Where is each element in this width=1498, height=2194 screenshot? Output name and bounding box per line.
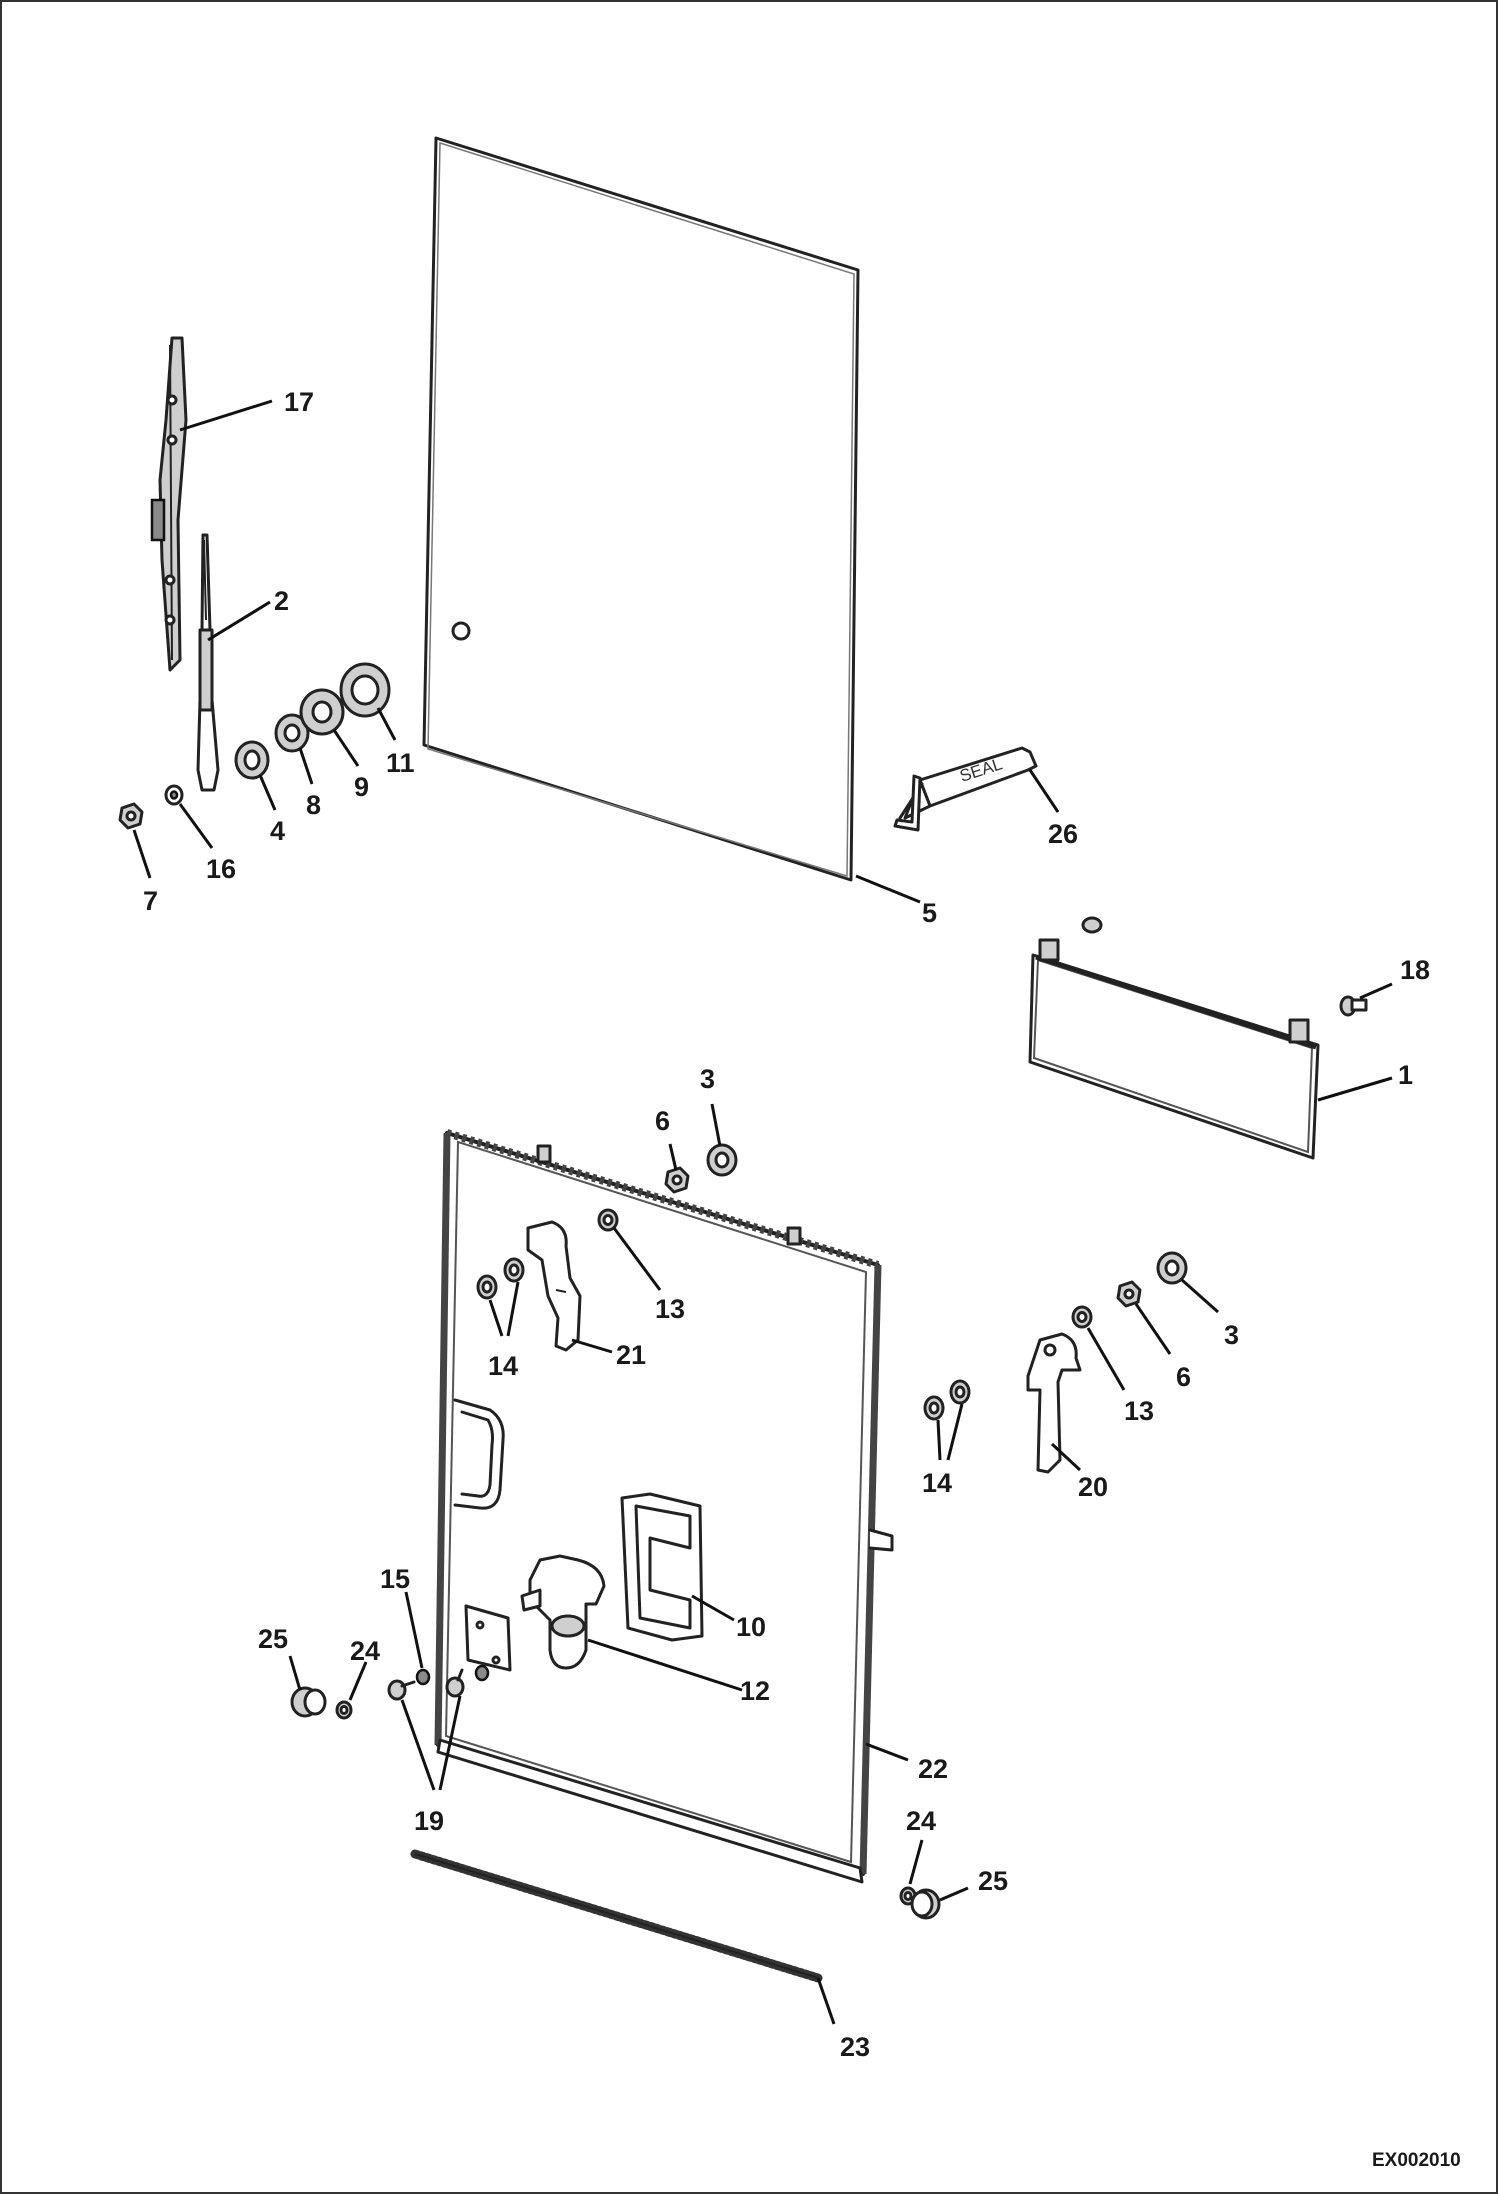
callout-5: 5: [922, 898, 937, 928]
spacer-part-4: [234, 740, 270, 780]
callout-18: 18: [1400, 955, 1430, 985]
callout-22: 22: [918, 1754, 948, 1784]
washers-part-14-left: [476, 1257, 525, 1300]
nut-part-6-right: [1116, 1280, 1142, 1308]
callout-12: 12: [740, 1676, 770, 1706]
callout-3-right: 3: [1224, 1320, 1239, 1350]
latch-part-20: [1026, 1332, 1082, 1474]
washer-part-24-left: [335, 1700, 353, 1720]
callout-19: 19: [414, 1806, 444, 1836]
latch-part-21: [526, 1220, 582, 1352]
callout-1: 1: [1398, 1060, 1413, 1090]
callout-14-right: 14: [922, 1468, 952, 1498]
nut-part-3-top: [706, 1143, 738, 1177]
callout-10: 10: [736, 1612, 766, 1642]
nut-part-3-right: [1156, 1251, 1188, 1285]
glass-pane-part-5: [422, 136, 860, 882]
wiper-blade-part-17: [150, 336, 188, 672]
leader-lines: [132, 399, 1393, 2025]
callout-8: 8: [306, 790, 321, 820]
washer-part-13-right: [1071, 1305, 1093, 1329]
seal-strip-part-23: [410, 1849, 823, 1983]
screw-part-18: [1339, 995, 1368, 1017]
washers-part-14-right: [923, 1379, 971, 1421]
bushing-part-11: [339, 662, 391, 718]
nut-part-6-top: [664, 1166, 690, 1194]
cap-part-25-right: [910, 1888, 941, 1920]
callout-9: 9: [354, 772, 369, 802]
callout-7: 7: [143, 886, 158, 916]
washers-part-15: [415, 1664, 490, 1686]
cap-part-25-left: [290, 1686, 327, 1718]
callout-13-left: 13: [655, 1294, 685, 1324]
callout-20: 20: [1078, 1472, 1108, 1502]
washer-part-16: [164, 784, 184, 806]
callout-25-left: 25: [258, 1624, 288, 1654]
nut-part-7: [118, 802, 144, 830]
callout-2: 2: [274, 586, 289, 616]
seal-tube-part-26: SEAL: [893, 746, 1038, 832]
washer-part-9: [299, 688, 345, 736]
callout-21: 21: [616, 1340, 646, 1370]
callout-24-left: 24: [350, 1636, 380, 1666]
callout-13-right: 13: [1124, 1396, 1154, 1426]
callout-6-right: 6: [1176, 1362, 1191, 1392]
callout-23: 23: [840, 2032, 870, 2062]
callout-15: 15: [380, 1564, 410, 1594]
callout-3-top: 3: [700, 1064, 715, 1094]
callout-26: 26: [1048, 819, 1078, 849]
bracket-part-10: [620, 1492, 704, 1642]
callout-24-right: 24: [906, 1806, 936, 1836]
nut-part-8: [274, 713, 310, 753]
callout-11: 11: [386, 748, 415, 778]
lock-part-12: [520, 1554, 606, 1670]
callout-4: 4: [270, 816, 285, 846]
washer-part-13-left: [597, 1208, 619, 1232]
bolts-part-19: [387, 1668, 465, 1701]
callout-6-top: 6: [655, 1106, 670, 1136]
reference-code: EX002010: [1372, 2150, 1461, 2171]
callout-16: 16: [206, 854, 236, 884]
callout-14-left: 14: [488, 1351, 518, 1381]
window-panel-part-1: [1028, 916, 1320, 1160]
callout-25-right: 25: [978, 1866, 1008, 1896]
callout-labels: 17 2 4 8 9 11 7 16 26 5 18 1 3 6 13 14 2…: [143, 387, 1430, 2062]
wiper-arm-part-2: [196, 533, 220, 792]
callout-17: 17: [284, 387, 314, 417]
door-frame-part-22: [434, 1129, 894, 1884]
